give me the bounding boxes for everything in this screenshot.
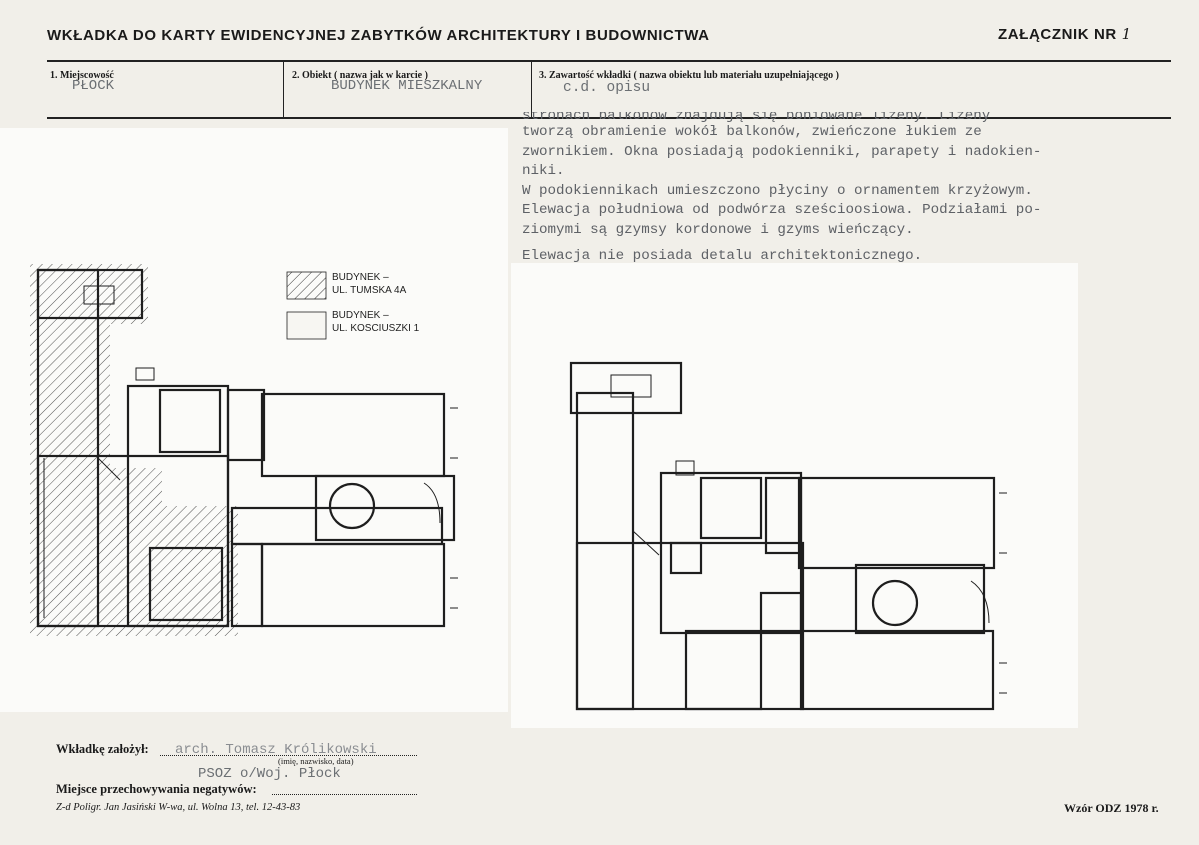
content-value: c.d. opisu (563, 80, 651, 96)
description-line: W podokiennikach umieszczono płyciny o o… (522, 182, 1033, 199)
description-line: ziomymi są gzymsy kordonowe i gzyms wień… (522, 221, 914, 238)
author-dotted-line (160, 755, 417, 756)
description-line: zwornikiem. Okna posiadają podokienniki,… (522, 143, 1042, 160)
description-line: tworzą obramienie wokół balkonów, zwieńc… (522, 124, 982, 140)
field-divider-1 (283, 60, 284, 118)
card-title: WKŁADKA DO KARTY EWIDENCYJNEJ ZABYTKÓW A… (47, 27, 710, 44)
plan-legend: BUDYNEK – UL. TUMSKA 4A BUDYNEK – UL. KO… (286, 271, 420, 340)
storage-value: PSOZ o/Woj. Płock (198, 766, 341, 782)
author-label: Wkładkę założył: (56, 742, 149, 756)
author-caption: (imię, nazwisko, data) (278, 756, 354, 766)
description-line: stronach balkonów znajdują się boniowane… (522, 112, 991, 123)
printer-imprint: Z-d Poligr. Jan Jasiński W-wa, ul. Wolna… (56, 802, 301, 813)
annex-label: ZAŁĄCZNIK NR (998, 26, 1117, 43)
locality-label: 1. Miejscowość (50, 70, 114, 81)
author-value: arch. Tomasz Królikowski (175, 742, 377, 758)
annex-number-value: 1 (1121, 25, 1132, 43)
description-line: Elewacja południowa od podwórza sześcioo… (522, 202, 1042, 219)
header-rule-bottom (47, 117, 1171, 119)
locality-value: PŁOCK (72, 78, 115, 94)
object-label: 2. Obiekt ( nazwa jak w karcie ) (292, 70, 428, 81)
floor-plan-photo-right (511, 263, 1078, 728)
plan-walls-right (569, 361, 1007, 711)
legend-swatch-plain (286, 311, 327, 340)
annex-number: ZAŁĄCZNIK NR 1 (998, 25, 1132, 43)
description-line: Elewacja nie posiada detalu architektoni… (522, 247, 923, 264)
description-line: niki. (522, 163, 565, 180)
floor-plan-left: BUDYNEK – UL. TUMSKA 4A BUDYNEK – UL. KO… (30, 264, 458, 636)
hatched-building-tumska (30, 264, 238, 636)
legend-item1-line2: UL. TUMSKA 4A (332, 285, 407, 296)
legend-item2-line1: BUDYNEK – (332, 310, 389, 321)
floor-plan-right (569, 361, 1007, 711)
legend-item1-line1: BUDYNEK – (332, 272, 389, 283)
legend-item2-line2: UL. KOSCIUSZKI 1 (332, 323, 420, 334)
field-divider-2 (531, 60, 532, 118)
content-label: 3. Zawartość wkładki ( nazwa obiektu lub… (539, 70, 840, 81)
description-text: stronach balkonów znajdują się boniowane… (522, 112, 1172, 266)
plan-walls-left (36, 268, 458, 628)
storage-dotted-line (272, 794, 417, 795)
legend-swatch-hatched (286, 271, 327, 300)
header-rule-top (47, 60, 1171, 62)
storage-label: Miejsce przechowywania negatywów: (56, 782, 257, 796)
floor-plan-photo-left: BUDYNEK – UL. TUMSKA 4A BUDYNEK – UL. KO… (0, 128, 508, 712)
object-value: BUDYNEK MIESZKALNY (331, 78, 483, 94)
template-version: Wzór ODZ 1978 r. (1064, 801, 1159, 815)
